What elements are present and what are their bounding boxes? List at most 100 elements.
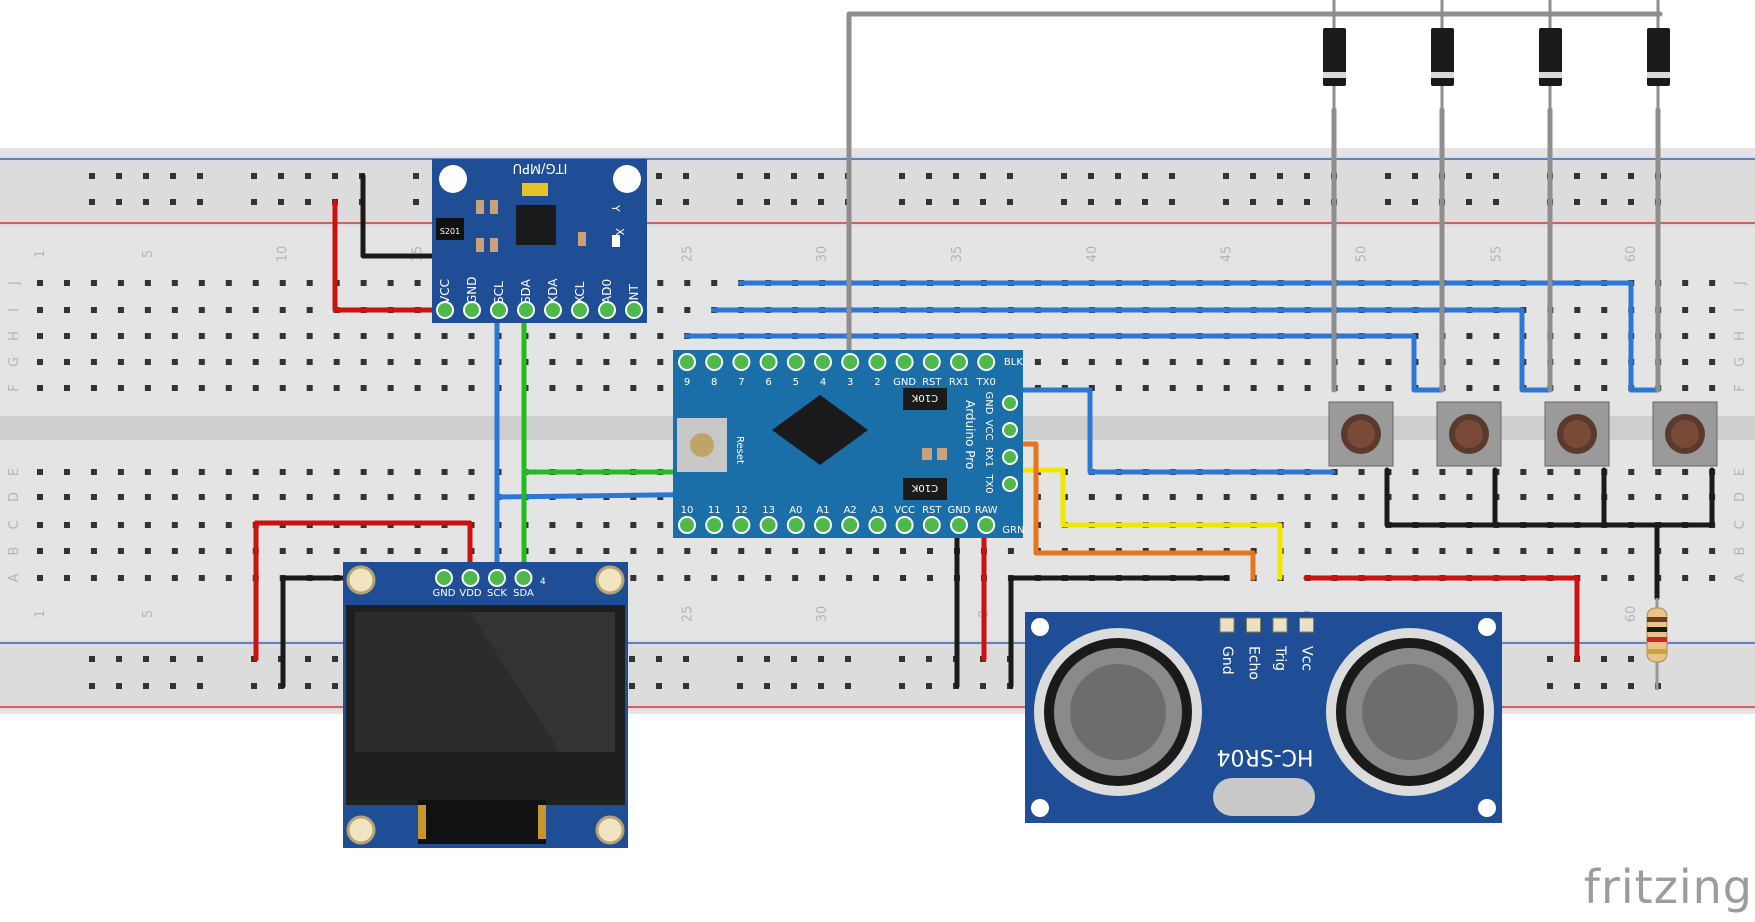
rail-hole[interactable] [926, 199, 932, 205]
breadboard-hole[interactable] [225, 307, 232, 313]
breadboard-hole[interactable] [306, 494, 313, 500]
breadboard-hole[interactable] [1196, 385, 1203, 391]
arduino-top-pin[interactable] [950, 353, 968, 371]
breadboard-hole[interactable] [198, 548, 205, 554]
rail-hole[interactable] [683, 683, 689, 689]
breadboard-hole[interactable] [198, 307, 205, 313]
breadboard-hole[interactable] [1574, 494, 1581, 500]
rail-hole[interactable] [1223, 199, 1229, 205]
breadboard-hole[interactable] [711, 548, 718, 554]
breadboard-hole[interactable] [1142, 494, 1149, 500]
breadboard-hole[interactable] [90, 359, 97, 365]
breadboard-hole[interactable] [37, 307, 43, 313]
mpu-pin[interactable] [436, 301, 454, 319]
breadboard-hole[interactable] [630, 385, 637, 391]
breadboard-hole[interactable] [1412, 494, 1419, 500]
breadboard-hole[interactable] [1601, 333, 1608, 339]
breadboard-hole[interactable] [657, 359, 664, 365]
breadboard-hole[interactable] [441, 548, 448, 554]
breadboard-hole[interactable] [225, 469, 232, 475]
breadboard-hole[interactable] [441, 359, 448, 365]
rail-hole[interactable] [1601, 683, 1607, 689]
breadboard-hole[interactable] [1682, 548, 1689, 554]
breadboard-hole[interactable] [846, 575, 853, 581]
breadboard-hole[interactable] [90, 522, 97, 528]
breadboard-hole[interactable] [1628, 494, 1635, 500]
breadboard-hole[interactable] [549, 548, 556, 554]
arduino-top-pin[interactable] [977, 353, 996, 371]
breadboard-hole[interactable] [657, 385, 664, 391]
breadboard-hole[interactable] [360, 359, 367, 365]
breadboard-hole[interactable] [225, 494, 232, 500]
rail-hole[interactable] [845, 656, 851, 662]
breadboard-hole[interactable] [1682, 494, 1689, 500]
arduino-side-pin[interactable] [1002, 476, 1018, 492]
rail-hole[interactable] [1142, 173, 1148, 179]
push-button-4[interactable] [1652, 401, 1718, 467]
rail-hole[interactable] [737, 656, 743, 662]
breadboard-hole[interactable] [1169, 385, 1176, 391]
breadboard-hole[interactable] [1520, 548, 1527, 554]
breadboard-hole[interactable] [1466, 359, 1473, 365]
rail-hole[interactable] [413, 199, 419, 205]
breadboard-hole[interactable] [468, 359, 475, 365]
breadboard-hole[interactable] [1682, 575, 1689, 581]
breadboard-hole[interactable] [1169, 359, 1176, 365]
breadboard-hole[interactable] [603, 522, 610, 528]
rail-hole[interactable] [818, 199, 824, 205]
mpu-pin[interactable] [490, 301, 508, 319]
rail-hole[interactable] [1574, 173, 1580, 179]
rail-hole[interactable] [251, 199, 257, 205]
breadboard-hole[interactable] [171, 307, 178, 313]
rail-hole[interactable] [1466, 199, 1472, 205]
breadboard-hole[interactable] [198, 385, 205, 391]
breadboard-hole[interactable] [819, 548, 826, 554]
breadboard-hole[interactable] [1709, 307, 1716, 313]
rail-hole[interactable] [89, 683, 95, 689]
rail-hole[interactable] [170, 683, 176, 689]
breadboard-hole[interactable] [1304, 548, 1311, 554]
rail-hole[interactable] [170, 199, 176, 205]
breadboard-hole[interactable] [1628, 575, 1635, 581]
sonar-pin[interactable] [1299, 617, 1314, 633]
rail-hole[interactable] [818, 656, 824, 662]
breadboard-hole[interactable] [414, 333, 421, 339]
breadboard-hole[interactable] [117, 385, 124, 391]
breadboard-hole[interactable] [1304, 522, 1311, 528]
breadboard-hole[interactable] [117, 469, 124, 475]
breadboard-hole[interactable] [1439, 548, 1446, 554]
breadboard-hole[interactable] [1709, 359, 1716, 365]
rail-hole[interactable] [1088, 199, 1094, 205]
breadboard-hole[interactable] [252, 359, 259, 365]
sonar-pin[interactable] [1272, 617, 1288, 633]
breadboard-hole[interactable] [1115, 359, 1122, 365]
breadboard-hole[interactable] [306, 280, 313, 286]
arduino-bottom-pin[interactable] [786, 516, 805, 534]
oled-pin[interactable] [461, 569, 480, 587]
arduino-reset-knob[interactable] [690, 433, 714, 457]
rail-hole[interactable] [737, 199, 743, 205]
breadboard-hole[interactable] [37, 333, 43, 339]
breadboard-hole[interactable] [144, 575, 151, 581]
rail-hole[interactable] [656, 173, 662, 179]
breadboard-hole[interactable] [37, 359, 43, 365]
breadboard-hole[interactable] [63, 548, 70, 554]
rail-hole[interactable] [1088, 173, 1094, 179]
breadboard-hole[interactable] [1466, 333, 1473, 339]
rail-hole[interactable] [1250, 199, 1256, 205]
rail-hole[interactable] [1628, 656, 1634, 662]
breadboard-hole[interactable] [225, 522, 232, 528]
breadboard-hole[interactable] [468, 469, 475, 475]
rail-hole[interactable] [89, 173, 95, 179]
breadboard-hole[interactable] [1223, 494, 1230, 500]
breadboard-hole[interactable] [900, 575, 907, 581]
rail-hole[interactable] [926, 656, 932, 662]
rail-hole[interactable] [278, 199, 284, 205]
breadboard-hole[interactable] [279, 307, 286, 313]
breadboard-hole[interactable] [630, 548, 637, 554]
breadboard-hole[interactable] [1682, 469, 1689, 475]
mpu-pin[interactable] [571, 301, 589, 319]
breadboard-hole[interactable] [441, 333, 448, 339]
rail-hole[interactable] [656, 199, 662, 205]
breadboard-hole[interactable] [37, 385, 43, 391]
